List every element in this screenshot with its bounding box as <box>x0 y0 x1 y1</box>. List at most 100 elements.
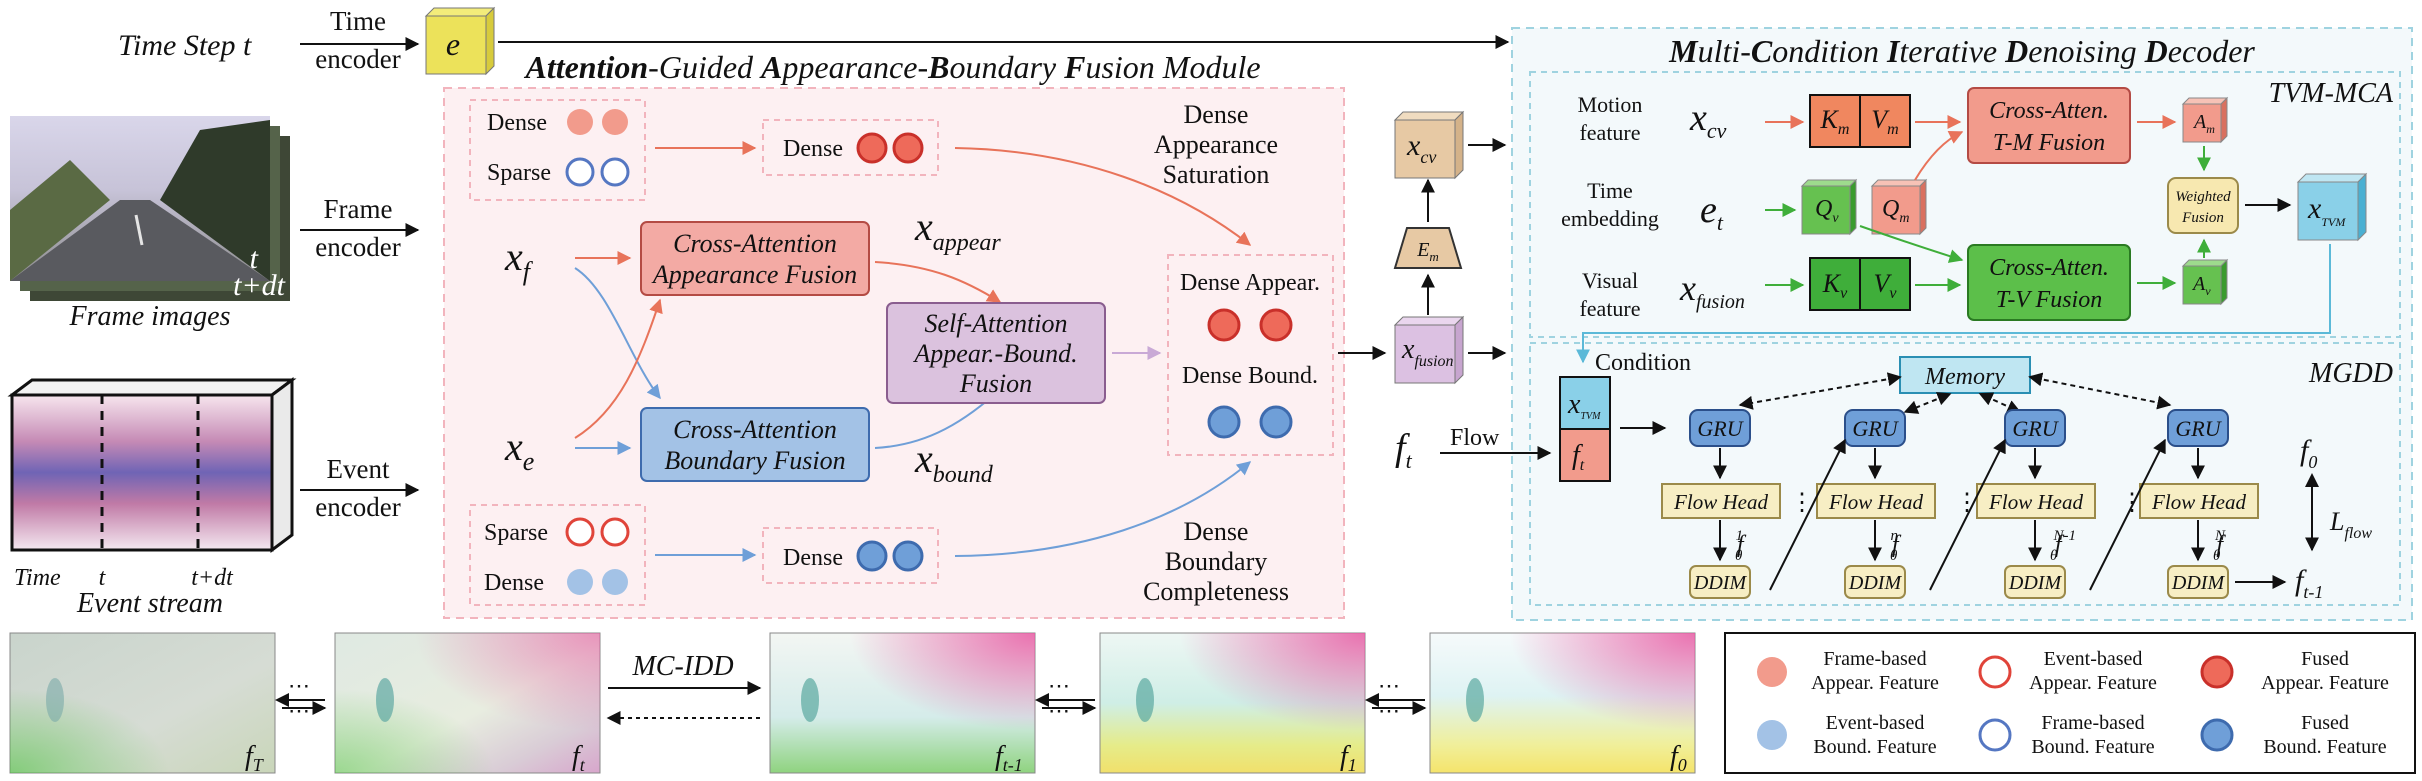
tm-fusion-label-1: Cross-Atten. <box>1989 98 2109 124</box>
x-appear-label: xappear <box>914 204 1001 256</box>
am-cube: Am <box>2181 96 2229 144</box>
x-fusion-label: xfusion <box>1401 334 1454 370</box>
flow-image-f1: f1 <box>1099 632 1366 775</box>
self-attention-box <box>886 302 1106 404</box>
dots-1: ⋮ <box>1790 490 1814 516</box>
x-tvm-label: xTVM <box>2307 192 2346 229</box>
frame-images: t t+dt <box>10 116 290 302</box>
flow-label: Flow <box>1450 425 1500 451</box>
bottom-dense2-label: Dense <box>783 545 843 571</box>
appearance-fusion-box <box>640 221 870 296</box>
flow-image-fT: fT <box>9 632 276 775</box>
av-cube: Av <box>2181 258 2229 306</box>
flow-image-ft: ft <box>334 632 601 775</box>
time-step-label: Time Step t <box>118 29 252 62</box>
frame-encoder-label-2: encoder <box>315 232 400 262</box>
x-cv-input: xcv <box>1689 97 1727 143</box>
av-label: Av <box>2191 273 2211 298</box>
flow-head-label-3: Flow Head <box>1988 490 2083 514</box>
time-encoder-label-1: Time <box>330 6 386 36</box>
boundary-fusion-label-2: Boundary Fusion <box>664 446 845 475</box>
tvm-mca-panel <box>1529 71 2401 338</box>
ddim-label-1: DDIM <box>1693 572 1748 594</box>
x-fusion-input: xfusion <box>1679 268 1745 313</box>
dense-boundary-completeness-3: Completeness <box>1143 577 1289 606</box>
mgdd-panel <box>1529 342 2401 606</box>
event-stream-volume <box>7 377 297 553</box>
ellipsis-1b: ⋯ <box>288 698 310 723</box>
event-encoder-label-1: Event <box>327 454 390 484</box>
l-flow-label: Lflow <box>2329 507 2372 542</box>
frame-t-label: t <box>250 242 259 275</box>
legend-3-line1: Fused <box>2301 648 2349 670</box>
qm-cube: Qm <box>1870 178 1928 236</box>
motion-feature-label-1: Motion <box>1578 92 1643 117</box>
mcidd-panel <box>1511 27 2413 621</box>
cond-ft: ft <box>1572 440 1585 474</box>
boundary-fusion-label-1: Cross-Attention <box>673 415 837 444</box>
gru-label-4: GRU <box>2175 416 2222 441</box>
top-sparse-label: Sparse <box>487 160 551 186</box>
x-fusion-cube: xfusion <box>1393 315 1465 385</box>
et-input: et <box>1700 189 1724 235</box>
tv-fusion-box <box>1967 244 2131 321</box>
visual-feature-label-1: Visual <box>1582 268 1638 293</box>
legend-6-line2: Bound. Feature <box>2263 736 2386 758</box>
tv-fusion-label-1: Cross-Atten. <box>1989 255 2109 281</box>
dense-appearance-saturation-2: Appearance <box>1154 130 1278 159</box>
et-label: e <box>446 26 460 62</box>
vm-label: Vm <box>1871 105 1898 138</box>
tv-fusion-label-2: T-V Fusion <box>1996 287 2102 313</box>
xf-label: xf <box>504 234 534 286</box>
cond-x-tvm: xTVM <box>1567 389 1601 422</box>
dots-2: ⋮ <box>1955 490 1979 516</box>
qv-cube: Qv <box>1800 178 1858 236</box>
ft-input: ft <box>1395 427 1413 473</box>
ddim-label-2: DDIM <box>1848 572 1903 594</box>
x-cv-cube: xcv <box>1393 110 1465 180</box>
dense-appearance-saturation-1: Dense <box>1184 100 1249 129</box>
time-embedding-label-1: Time <box>1587 178 1633 203</box>
km-label: Km <box>1820 105 1850 138</box>
mc-idd-label: MC-IDD <box>631 651 733 682</box>
time-embedding-label-2: embedding <box>1561 206 1659 231</box>
self-attention-label-1: Self-Attention <box>925 309 1068 338</box>
appearance-fusion-label-2: Appearance Fusion <box>651 260 857 289</box>
x-bound-label: xbound <box>914 436 994 488</box>
frame-tdt-label: t+dt <box>233 269 286 302</box>
dense-boundary-completeness-2: Boundary <box>1165 547 1268 576</box>
legend-1-line1: Frame-based <box>1823 648 1926 670</box>
ellipsis-3: ⋯ <box>1378 673 1400 698</box>
frame-images-caption: Frame images <box>69 301 231 332</box>
ft1-label: ft-1 <box>995 741 1023 775</box>
xe-label: xe <box>504 424 534 476</box>
legend-1-line2: Appear. Feature <box>1811 672 1939 694</box>
flow-head-label-1: Flow Head <box>1673 490 1768 514</box>
qv-label: Qv <box>1815 196 1839 226</box>
agabf-title: Attention-Guided Appearance-Boundary Fus… <box>523 49 1260 85</box>
legend-4-line1: Event-based <box>1826 712 1925 734</box>
ellipsis-1: ⋯ <box>288 673 310 698</box>
flow-image-ft1: ft-1 <box>769 632 1036 775</box>
ellipsis-2: ⋯ <box>1048 673 1070 698</box>
dense-bound-label: Dense Bound. <box>1182 363 1318 389</box>
qm-label: Qm <box>1882 196 1909 226</box>
f1-label: f1 <box>1340 741 1357 775</box>
bottom-dense-label: Dense <box>484 570 544 596</box>
legend-6-line1: Fused <box>2301 712 2349 734</box>
event-tdt-label: t+dt <box>191 565 234 591</box>
motion-feature-label-2: feature <box>1579 120 1640 145</box>
event-time-label: Time <box>14 565 61 591</box>
boundary-fusion-box <box>640 407 870 482</box>
dots-3: ⋮ <box>2120 490 2144 516</box>
legend-5-line1: Frame-based <box>2041 712 2144 734</box>
time-encoder-label-2: encoder <box>315 44 400 74</box>
appearance-fusion-label-1: Cross-Attention <box>673 229 837 258</box>
ft-label: ft <box>572 741 586 775</box>
memory-label: Memory <box>1924 364 2005 390</box>
legend-2-line2: Appear. Feature <box>2029 672 2157 694</box>
